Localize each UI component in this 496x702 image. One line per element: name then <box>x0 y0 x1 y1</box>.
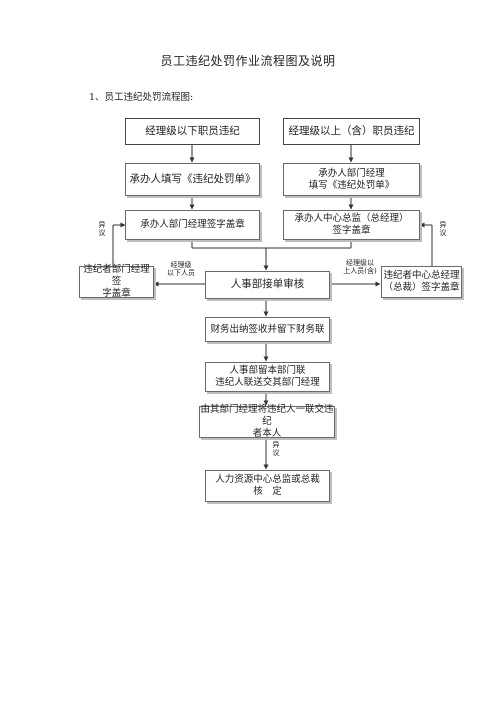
box-dept-manager-deliver: 由其部门经理将违纪人一联交违纪 者本人 <box>199 404 335 439</box>
box-handler-center-director-sign: 承办人中心总监（总经理） 签字盖章 <box>283 210 420 240</box>
label-above-manager-staff: 经理级以 上人员(含) <box>343 259 377 275</box>
label-objection-bottom: 异 议 <box>272 441 280 457</box>
label-objection-left: 异 议 <box>98 221 106 237</box>
box-violator-dept-manager-sign: 违纪者部门经理签 字盖章 <box>79 264 154 299</box>
box-handler-manager-sign: 承办人部门经理签字盖章 <box>125 210 260 240</box>
section-heading: 1、员工违纪处罚流程图: <box>89 92 194 103</box>
box-finance-sign: 财务出纳签收并留下财务联 <box>205 317 330 342</box>
box-below-manager-violation: 经理级以下职员违纪 <box>125 118 260 145</box>
box-hr-receive-review: 人事部接单审核 <box>205 271 330 299</box>
box-hr-director-approve: 人力资源中心总监或总裁 核 定 <box>205 470 330 502</box>
box-violator-center-gm-sign: 违纪者中心总经理 （总裁）签字盖章 <box>381 266 462 298</box>
label-objection-right: 异 议 <box>439 221 447 237</box>
page-title: 员工违纪处罚作业流程图及说明 <box>160 54 336 68</box>
box-above-manager-violation: 经理级以上（含）职员违纪 <box>283 118 420 145</box>
box-hr-keep-copy: 人事部留本部门联 违纪人联送交其部门经理 <box>205 362 330 392</box>
label-below-manager-staff: 经理级 以下人员 <box>167 261 195 277</box>
box-handler-manager-fill-form: 承办人部门经理 填写《违纪处罚单》 <box>283 163 420 196</box>
box-handler-fill-form: 承办人填写《违纪处罚单》 <box>125 163 260 196</box>
